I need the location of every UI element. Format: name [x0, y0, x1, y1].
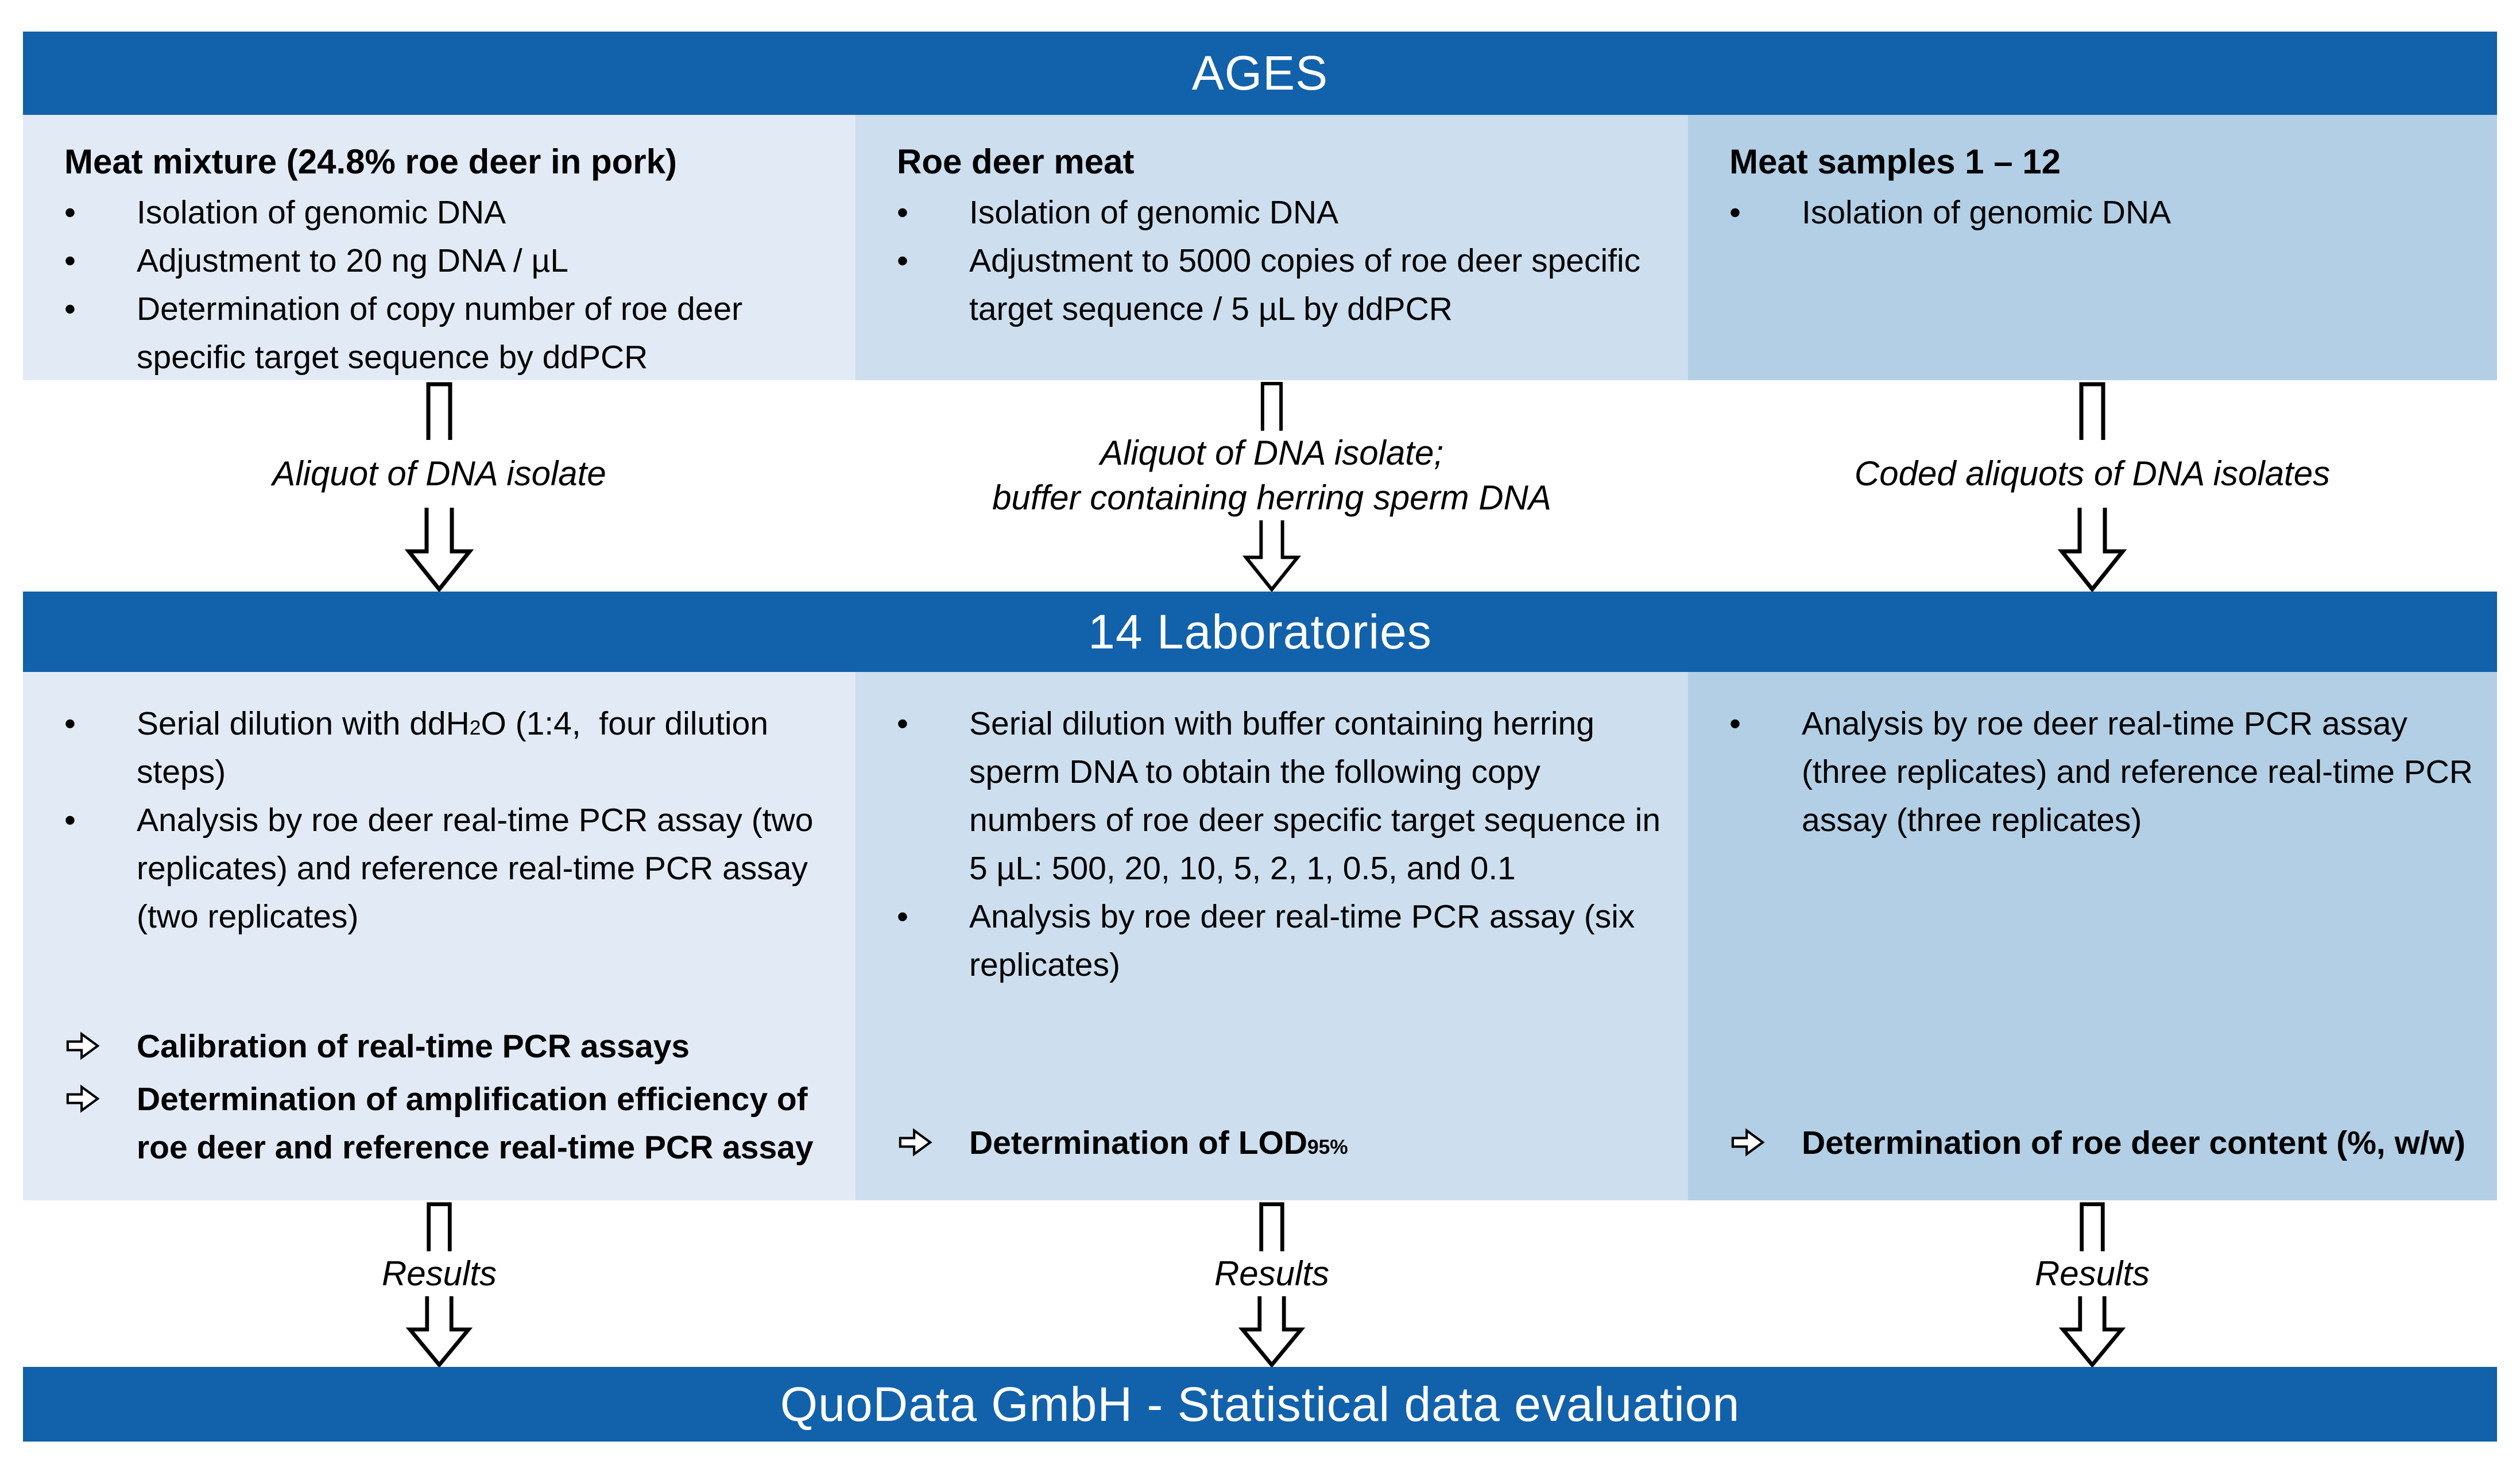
list-item: • Isolation of genomic DNA: [64, 188, 842, 237]
arrow-shaft-top-icon: [2080, 1202, 2105, 1251]
transfer-aliquot-1: Aliquot of DNA isolate: [66, 380, 812, 592]
list-item-text: Serial dilution with buffer containing h…: [969, 705, 1661, 887]
bullet-icon: •: [64, 291, 76, 327]
list-item-text: Determination of copy number of roe deer…: [137, 291, 743, 376]
banner-ages: AGES: [23, 32, 2497, 115]
bullet-icon: •: [1729, 705, 1741, 742]
arrow-shaft-top-icon: [1259, 1202, 1284, 1251]
results-label: Results: [2034, 1254, 2150, 1293]
outcome-group: Determination of roe deer content (%, w/…: [1729, 1119, 2483, 1172]
ages-columns-row: Meat mixture (24.8% roe deer in pork) • …: [23, 115, 2497, 380]
list-item: • Analysis by roe deer real-time PCR ass…: [1729, 700, 2483, 844]
arrow-down-icon: [1238, 1296, 1306, 1367]
list-item: • Adjustment to 20 ng DNA / µL: [64, 237, 842, 285]
outcome-item: Determination of amplification efficienc…: [64, 1075, 842, 1172]
results-transfer-1: Results: [238, 1200, 640, 1367]
banner-laboratories-label: 14 Laboratories: [1088, 604, 1432, 659]
list-item-text: Isolation of genomic DNA: [137, 194, 506, 231]
banner-quodata-label: QuoData GmbH - Statistical data evaluati…: [780, 1377, 1740, 1431]
results-transfer-2: Results: [1071, 1200, 1473, 1367]
banner-ages-label: AGES: [1191, 46, 1329, 100]
lab-column-content: • Analysis by roe deer real-time PCR ass…: [1688, 672, 2497, 1200]
arrow-down-icon: [2058, 1296, 2126, 1367]
bullet-icon: •: [64, 242, 76, 279]
list-item: • Analysis by roe deer real-time PCR ass…: [64, 796, 842, 941]
outcome-text: Determination of LOD95%: [969, 1125, 1348, 1161]
list-item: • Analysis by roe deer real-time PCR ass…: [897, 893, 1674, 989]
outcome-group: Calibration of real-time PCR assays Dete…: [64, 1022, 842, 1172]
lab-column-calibration: • Serial dilution with ddH2O (1:4, four …: [23, 672, 856, 1200]
right-arrow-icon: [1729, 1119, 1802, 1172]
results-transfer-3: Results: [1891, 1200, 2293, 1367]
laboratories-columns-row: • Serial dilution with ddH2O (1:4, four …: [23, 672, 2497, 1200]
arrow-shaft-top-icon: [1260, 381, 1283, 431]
list-item-text: Adjustment to 5000 copies of roe deer sp…: [969, 242, 1641, 327]
arrow-down-icon: [1242, 520, 1302, 592]
right-arrow-icon: [897, 1119, 969, 1172]
bullet-group: • Serial dilution with ddH2O (1:4, four …: [64, 700, 842, 941]
transfer-label: Coded aliquots of DNA isolates: [1854, 454, 2331, 493]
bullet-icon: •: [897, 242, 908, 279]
list-item-text: Adjustment to 20 ng DNA / µL: [137, 242, 569, 279]
outcome-text: Calibration of real-time PCR assays: [137, 1028, 690, 1065]
results-label: Results: [381, 1254, 497, 1293]
outcome-item: Calibration of real-time PCR assays: [64, 1022, 842, 1075]
results-label: Results: [1214, 1254, 1330, 1293]
bullet-icon: •: [1729, 194, 1741, 231]
arrow-shaft-top-icon: [2079, 382, 2105, 440]
list-item: • Determination of copy number of roe de…: [64, 285, 842, 381]
arrow-down-icon: [405, 1296, 473, 1367]
bullet-icon: •: [897, 705, 908, 742]
outcome-text: Determination of roe deer content (%, w/…: [1802, 1125, 2465, 1161]
outcome-group: Determination of LOD95%: [897, 1119, 1674, 1172]
list-item-text: Analysis by roe deer real-time PCR assay…: [1802, 705, 2473, 839]
bullet-group: • Analysis by roe deer real-time PCR ass…: [1729, 700, 2483, 844]
transfer-label: Aliquot of DNA isolate;buffer containing…: [992, 434, 1551, 517]
transfer-aliquot-3: Coded aliquots of DNA isolates: [1719, 380, 2465, 592]
list-item: • Adjustment to 5000 copies of roe deer …: [897, 237, 1674, 333]
bullet-icon: •: [64, 802, 76, 839]
arrow-down-icon: [2057, 508, 2127, 592]
column-title: Meat samples 1 – 12: [1729, 142, 2061, 181]
list-item-text: Isolation of genomic DNA: [1802, 194, 2171, 231]
right-arrow-icon: [64, 1022, 137, 1075]
bullet-icon: •: [897, 898, 908, 935]
list-item: • Serial dilution with ddH2O (1:4, four …: [64, 700, 842, 796]
list-item-text: Analysis by roe deer real-time PCR assay…: [137, 802, 814, 935]
bullet-group: • Serial dilution with buffer containing…: [897, 700, 1674, 989]
ages-column-meat-mixture: Meat mixture (24.8% roe deer in pork) • …: [23, 115, 856, 380]
bullet-icon: •: [64, 194, 76, 231]
list-item-text: Serial dilution with ddH2O (1:4, four di…: [137, 705, 769, 790]
transfer-label: Aliquot of DNA isolate: [272, 454, 606, 493]
column-title: Meat mixture (24.8% roe deer in pork): [64, 142, 677, 181]
banner-laboratories: 14 Laboratories: [23, 592, 2497, 672]
list-item: • Isolation of genomic DNA: [897, 188, 1674, 237]
ages-column-roe-deer-meat: Roe deer meat • Isolation of genomic DNA…: [856, 115, 1688, 380]
lab-column-lod: • Serial dilution with buffer containing…: [856, 672, 1688, 1200]
right-arrow-icon: [64, 1075, 137, 1172]
list-item-text: Analysis by roe deer real-time PCR assay…: [969, 898, 1635, 983]
list-item-text: Isolation of genomic DNA: [969, 194, 1339, 231]
outcome-item: Determination of LOD95%: [897, 1119, 1674, 1172]
arrow-down-icon: [404, 508, 474, 592]
arrow-shaft-top-icon: [426, 382, 452, 440]
arrow-shaft-top-icon: [427, 1202, 452, 1251]
ages-column-meat-samples: Meat samples 1 – 12 • Isolation of genom…: [1688, 115, 2497, 380]
bullet-icon: •: [897, 194, 908, 231]
banner-quodata: QuoData GmbH - Statistical data evaluati…: [23, 1367, 2497, 1442]
outcome-item: Determination of roe deer content (%, w/…: [1729, 1119, 2483, 1172]
list-item: • Isolation of genomic DNA: [1729, 188, 2483, 237]
list-item: • Serial dilution with buffer containing…: [897, 700, 1674, 893]
bullet-icon: •: [64, 705, 76, 742]
column-title: Roe deer meat: [897, 142, 1135, 181]
outcome-text: Determination of amplification efficienc…: [137, 1081, 814, 1166]
transfer-aliquot-2: Aliquot of DNA isolate;buffer containing…: [899, 380, 1645, 592]
